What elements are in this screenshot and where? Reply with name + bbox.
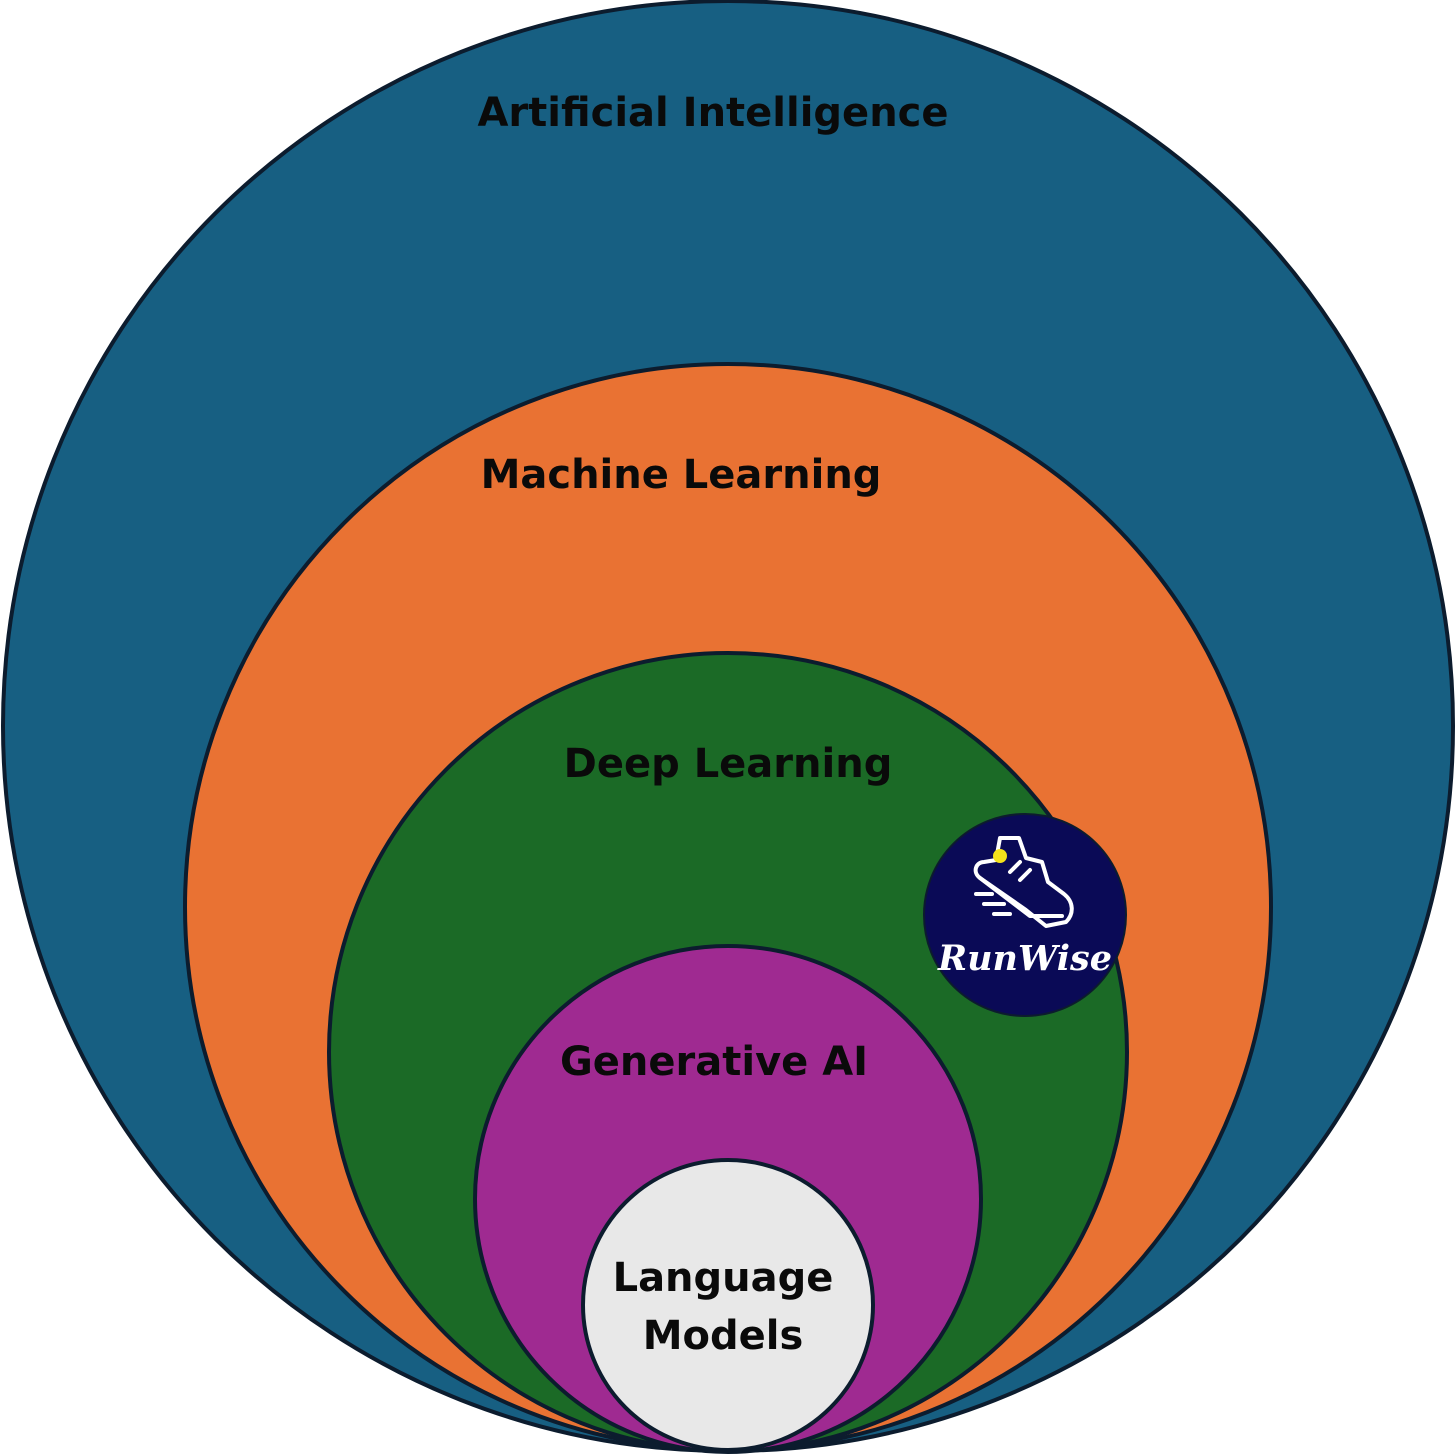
label-language-models-line2: Models	[643, 1313, 804, 1359]
label-language-models-line1: Language	[613, 1255, 834, 1301]
logo-wordmark: RunWise	[937, 938, 1112, 979]
ball-accent-icon	[993, 849, 1007, 863]
badge-circle	[923, 813, 1127, 1017]
label-artificial-intelligence: Artificial Intelligence	[477, 90, 948, 136]
label-machine-learning: Machine Learning	[481, 452, 882, 498]
ring-language-models: Language Models	[581, 1158, 875, 1452]
label-deep-learning: Deep Learning	[564, 741, 893, 787]
runwise-logo-badge: RunWise	[923, 813, 1127, 1017]
circle-lm	[581, 1158, 875, 1452]
label-generative-ai: Generative AI	[560, 1039, 868, 1085]
sneaker-icon	[973, 836, 1074, 928]
